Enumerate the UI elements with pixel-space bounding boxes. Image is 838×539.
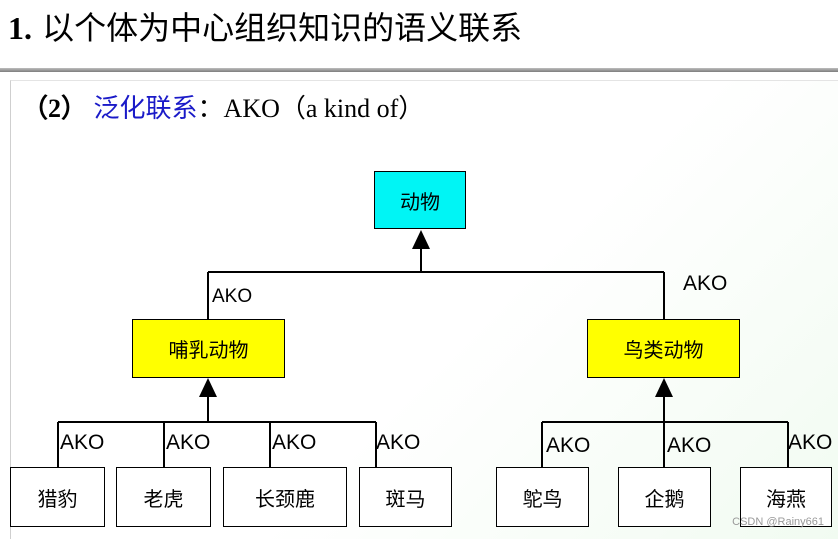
title-text: 以个体为中心组织知识的语义联系 [42, 9, 523, 47]
ako-label-cheetah: AKO [60, 431, 105, 454]
root-arrowhead [412, 230, 430, 249]
node-ostrich: 鸵鸟 [496, 467, 589, 527]
node-bird-label: 鸟类动物 [623, 338, 704, 362]
ako-label-mammal: AKO [212, 286, 253, 307]
node-animal: 动物 [374, 171, 466, 229]
bird-arrowhead [655, 378, 673, 397]
ako-label-zebra: AKO [376, 431, 421, 454]
node-giraffe-label: 长颈鹿 [255, 486, 315, 511]
subtitle: （2） 泛化联系：AKO（a kind of） [22, 92, 424, 126]
node-zebra-label: 斑马 [385, 486, 426, 511]
slide-title: 1. 以个体为中心组织知识的语义联系 [8, 8, 522, 48]
subtitle-term: 泛化联系 [93, 94, 198, 124]
node-cheetah: 猎豹 [10, 467, 105, 527]
node-swallow-label: 海燕 [766, 486, 806, 511]
node-tiger-label: 老虎 [143, 486, 184, 511]
node-zebra: 斑马 [359, 467, 452, 527]
ako-label-tiger: AKO [166, 431, 211, 454]
ako-label-ostrich: AKO [546, 434, 591, 457]
node-mammal-label: 哺乳动物 [168, 338, 249, 362]
title-number: 1. [8, 10, 32, 46]
mammal-arrowhead [199, 378, 217, 397]
ako-label-swallow: AKO [788, 432, 833, 453]
content-panel [10, 80, 838, 539]
title-divider [0, 68, 838, 72]
ako-label-giraffe: AKO [272, 431, 317, 454]
subtitle-index: （2） [22, 94, 88, 123]
subtitle-colon: ： [197, 94, 224, 124]
node-penguin-label: 企鹅 [644, 486, 685, 511]
node-tiger: 老虎 [116, 467, 211, 527]
node-bird: 鸟类动物 [587, 319, 740, 378]
ako-label-bird: AKO [683, 272, 728, 295]
node-giraffe: 长颈鹿 [223, 467, 347, 527]
subtitle-rest: AKO（a kind of） [223, 94, 425, 123]
node-penguin: 企鹅 [618, 467, 711, 527]
ako-label-penguin: AKO [667, 434, 712, 457]
node-cheetah-label: 猎豹 [37, 486, 78, 511]
node-ostrich-label: 鸵鸟 [522, 486, 563, 511]
node-mammal: 哺乳动物 [132, 319, 285, 378]
watermark: CSDN @Rainy661 [732, 516, 824, 528]
node-animal-label: 动物 [400, 189, 440, 214]
node-swallow: 海燕 [740, 467, 832, 527]
